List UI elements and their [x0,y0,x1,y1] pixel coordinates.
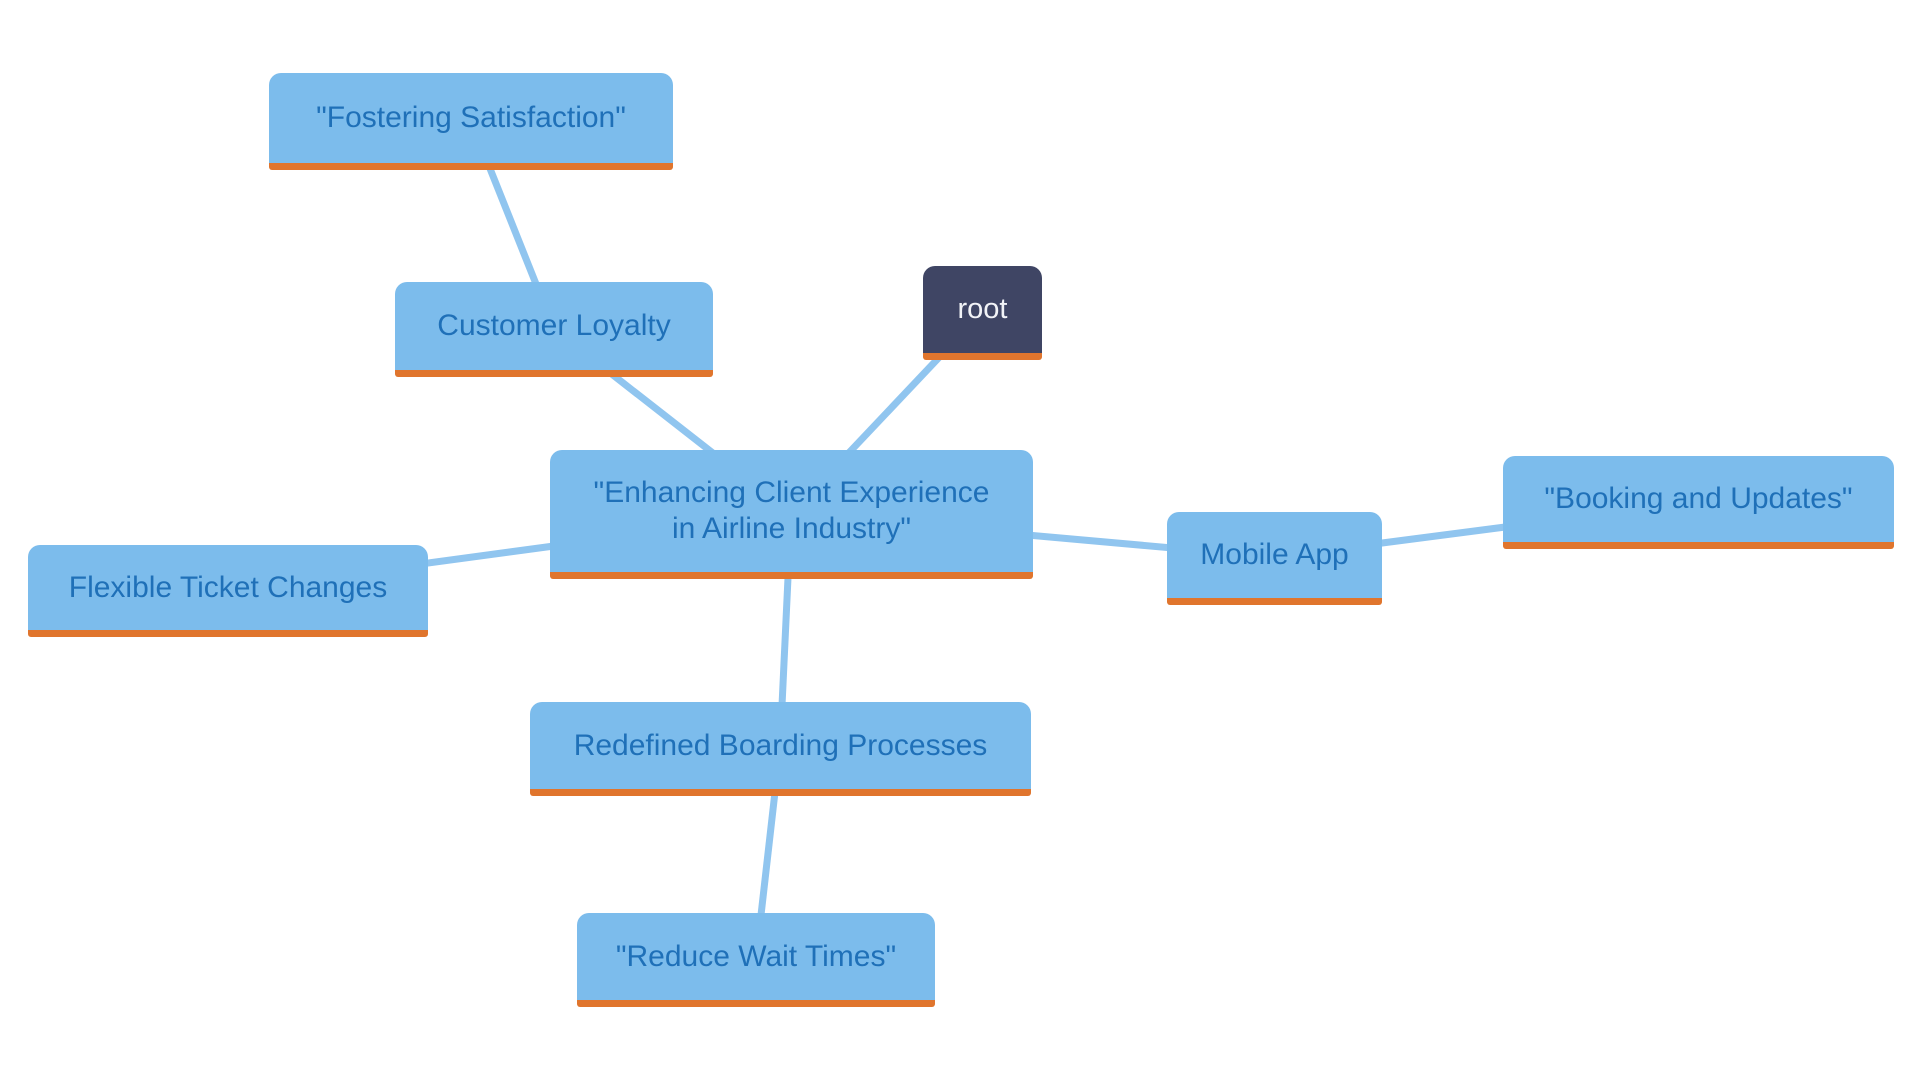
node-reduce-wait-times: "Reduce Wait Times" [577,913,935,1007]
node-booking-and-updates-label: "Booking and Updates" [1544,482,1853,515]
node-fostering-satisfaction: "Fostering Satisfaction" [269,73,673,170]
node-flexible-ticket-changes: Flexible Ticket Changes [28,545,428,637]
node-redefined-boarding-processes-label: Redefined Boarding Processes [573,728,988,762]
node-mobile-app: Mobile App [1167,512,1382,605]
node-redefined-boarding-processes: Redefined Boarding Processes [530,702,1031,796]
node-enhancing-client-experience: "Enhancing Client Experience in Airline … [550,450,1033,579]
node-root: root [923,266,1042,360]
node-fostering-satisfaction-label: "Fostering Satisfaction" [316,101,626,134]
node-enhancing-client-experience-label: "Enhancing Client Experience in Airline … [593,476,990,545]
node-booking-and-updates: "Booking and Updates" [1503,456,1894,549]
node-flexible-ticket-changes-label: Flexible Ticket Changes [68,570,388,604]
node-customer-loyalty: Customer Loyalty [395,282,713,377]
node-customer-loyalty-label: Customer Loyalty [437,309,671,342]
node-mobile-app-label: Mobile App [1200,538,1349,571]
node-reduce-wait-times-label: "Reduce Wait Times" [615,939,897,973]
node-root-label: root [957,293,1008,326]
